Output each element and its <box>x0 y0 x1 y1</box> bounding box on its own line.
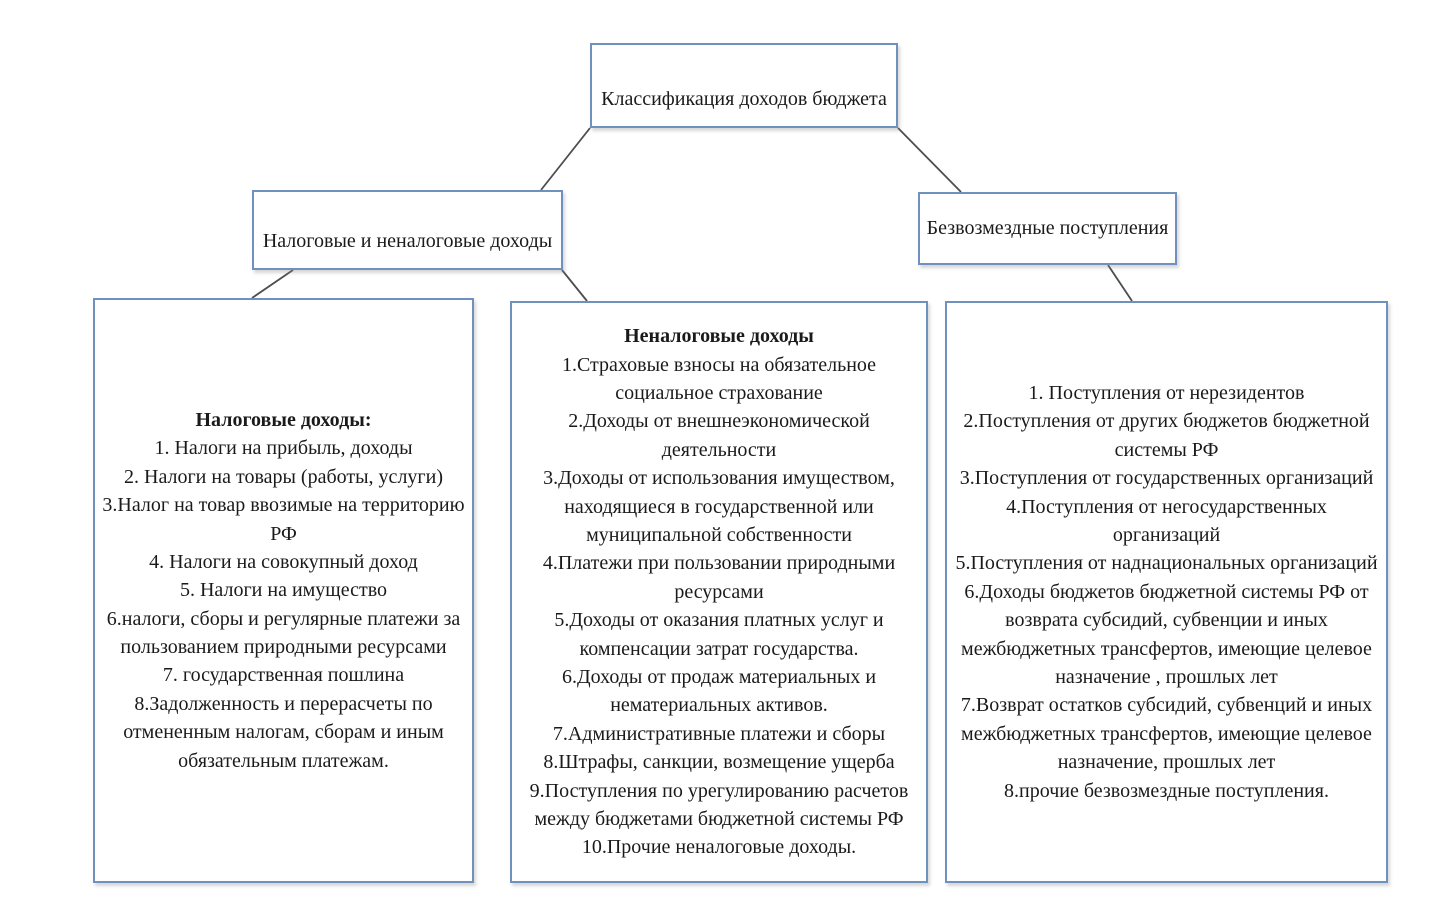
connector-root-to-right-branch <box>897 127 962 193</box>
list-item: 4. Налоги на совокупный доход <box>149 550 418 573</box>
list-item: 8.прочие безвозмездные поступления. <box>1004 779 1329 802</box>
list-item: 1. Поступления от нерезидентов <box>1028 382 1305 405</box>
root-node-box: Классификация доходов бюджета <box>590 43 898 128</box>
list-item: 3.Налог на товар ввозимые на территорию … <box>102 494 465 545</box>
tax-income-title: Налоговые доходы: <box>195 408 372 431</box>
tax-income-list: 1. Налоги на прибыль, доходы 2. Налоги на… <box>99 434 468 775</box>
list-item: 4.Поступления от негосударственных орган… <box>1006 495 1327 547</box>
nontax-income-list: 1.Страховые взносы на обязательное социа… <box>516 351 922 862</box>
list-item: 5.Поступления от наднациональных организ… <box>955 552 1378 575</box>
list-item: 5. Налоги на имущество <box>179 579 388 602</box>
list-item: 3.Поступления от государственных организ… <box>959 467 1374 490</box>
list-item: 10.Прочие неналоговые доходы. <box>581 836 857 859</box>
root-node-label: Классификация доходов бюджета <box>601 88 887 110</box>
list-item: 2.Поступления от других бюджетов бюджетн… <box>963 410 1370 461</box>
connector-left-branch-to-tax <box>251 269 294 299</box>
list-item: 6.налоги, сборы и регулярные платежи за … <box>106 607 461 659</box>
list-item: 9.Поступления по урегулированию расчетов… <box>529 779 909 830</box>
branch-gratuitous-box: Безвозмездные поступления <box>918 192 1177 265</box>
nontax-income-box: Неналоговые доходы 1.Страховые взносы на… <box>510 301 928 883</box>
list-item: 4.Платежи при пользовании природными рес… <box>542 552 896 603</box>
list-item: 1. Налоги на прибыль, доходы <box>154 437 413 460</box>
connector-left-branch-to-nontax <box>561 269 588 302</box>
nontax-income-title: Неналоговые доходы <box>624 325 814 348</box>
branch-tax-nontax-label: Налоговые и неналоговые доходы <box>262 230 553 252</box>
branch-gratuitous-label: Безвозмездные поступления <box>926 217 1169 239</box>
branch-tax-nontax-box: Налоговые и неналоговые доходы <box>252 190 563 270</box>
list-item: 8.Задолженность и перерасчеты по отменен… <box>123 692 444 772</box>
list-item: 3.Доходы от использования имуществом, на… <box>543 467 895 547</box>
gratuitous-receipts-box: 1. Поступления от нерезидентов 2.Поступле… <box>945 301 1388 883</box>
list-item: 7. государственная пошлина <box>162 664 405 687</box>
list-item: 5.Доходы от оказания платных услуг и ком… <box>554 609 884 660</box>
list-item: 7.Возврат остатков субсидий, субвенций и… <box>960 694 1373 774</box>
list-item: 2.Доходы от внешнеэкономической деятельн… <box>568 410 870 461</box>
connector-root-to-left-branch <box>540 127 591 191</box>
list-item: 1.Страховые взносы на обязательное социа… <box>561 353 877 405</box>
connector-right-branch-to-gratuitous <box>1107 264 1133 302</box>
list-item: 8.Штрафы, санкции, возмещение ущерба <box>543 751 895 774</box>
list-item: 2. Налоги на товары (работы, услуги) <box>124 465 443 488</box>
gratuitous-receipts-list: 1. Поступления от нерезидентов 2.Поступле… <box>951 379 1382 805</box>
list-item: 6.Доходы от продаж материальных и немате… <box>561 665 877 717</box>
list-item: 6.Доходы бюджетов бюджетной системы РФ о… <box>961 580 1372 688</box>
tax-income-box: Налоговые доходы: 1. Налоги на прибыль, … <box>93 298 474 883</box>
list-item: 7.Административные платежи и сборы <box>552 722 886 745</box>
